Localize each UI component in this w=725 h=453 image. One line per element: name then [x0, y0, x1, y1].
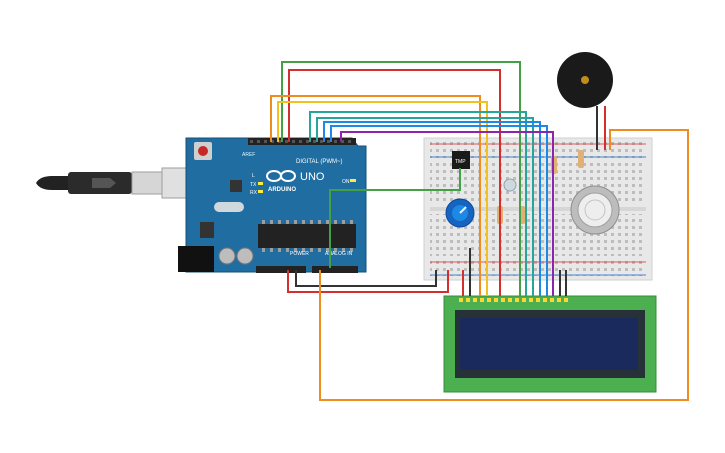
wires[interactable]	[270, 61, 689, 401]
digital-label: DIGITAL (PWM~)	[296, 159, 343, 165]
wire-blue-2	[330, 125, 548, 296]
wire-green-analog	[329, 168, 461, 268]
power-label: POWER	[290, 251, 309, 257]
wire-orange-loop	[319, 129, 689, 401]
tx-led-icon	[258, 182, 263, 185]
on-led-icon	[350, 179, 356, 182]
tmp-label: TMP	[455, 159, 466, 165]
wire-purple	[340, 131, 554, 296]
wire-red-top	[288, 69, 501, 296]
on-label: ON	[342, 179, 350, 185]
wire-teal-2	[316, 117, 534, 296]
rx-led-icon	[258, 190, 263, 193]
power-header[interactable]	[256, 266, 306, 273]
lcd-screen	[460, 318, 638, 370]
atmega-chip	[258, 224, 356, 248]
arduino-uno-board[interactable]: AREF DIGITAL (PWM~) ARDUINO UNO L TX RX …	[178, 137, 367, 273]
usb-chip	[230, 180, 242, 192]
rx-label: RX	[250, 190, 258, 196]
capacitor-icon	[236, 247, 254, 265]
aref-label: AREF	[242, 152, 255, 158]
temperature-sensor[interactable]: TMP	[452, 151, 470, 169]
capacitor-icon	[218, 247, 236, 265]
analog-label: ANALOG IN	[325, 251, 353, 257]
voltage-regulator	[200, 222, 214, 238]
wire-teal	[309, 111, 527, 296]
brand-label: ARDUINO	[268, 187, 296, 193]
crystal	[214, 202, 244, 212]
tx-label: TX	[250, 182, 257, 188]
potentiometer-icon[interactable]	[445, 198, 475, 228]
buzzer-icon[interactable]	[557, 52, 613, 150]
wire-blue	[323, 121, 541, 296]
l-label: L	[252, 173, 255, 179]
power-jack[interactable]	[178, 246, 214, 272]
wire-black-gnd	[295, 270, 437, 287]
arduino-logo-icon	[266, 170, 296, 182]
wire-red-power	[287, 270, 449, 293]
wire-yellow-top	[277, 101, 488, 296]
wire-orange-top	[270, 95, 481, 296]
gas-sensor-icon[interactable]	[570, 185, 620, 235]
lcd-display[interactable]	[443, 295, 657, 393]
analog-header[interactable]	[312, 266, 358, 273]
model-label: UNO	[300, 171, 325, 183]
usb-cable-icon[interactable]	[36, 167, 203, 199]
led-icon[interactable]	[503, 178, 517, 192]
